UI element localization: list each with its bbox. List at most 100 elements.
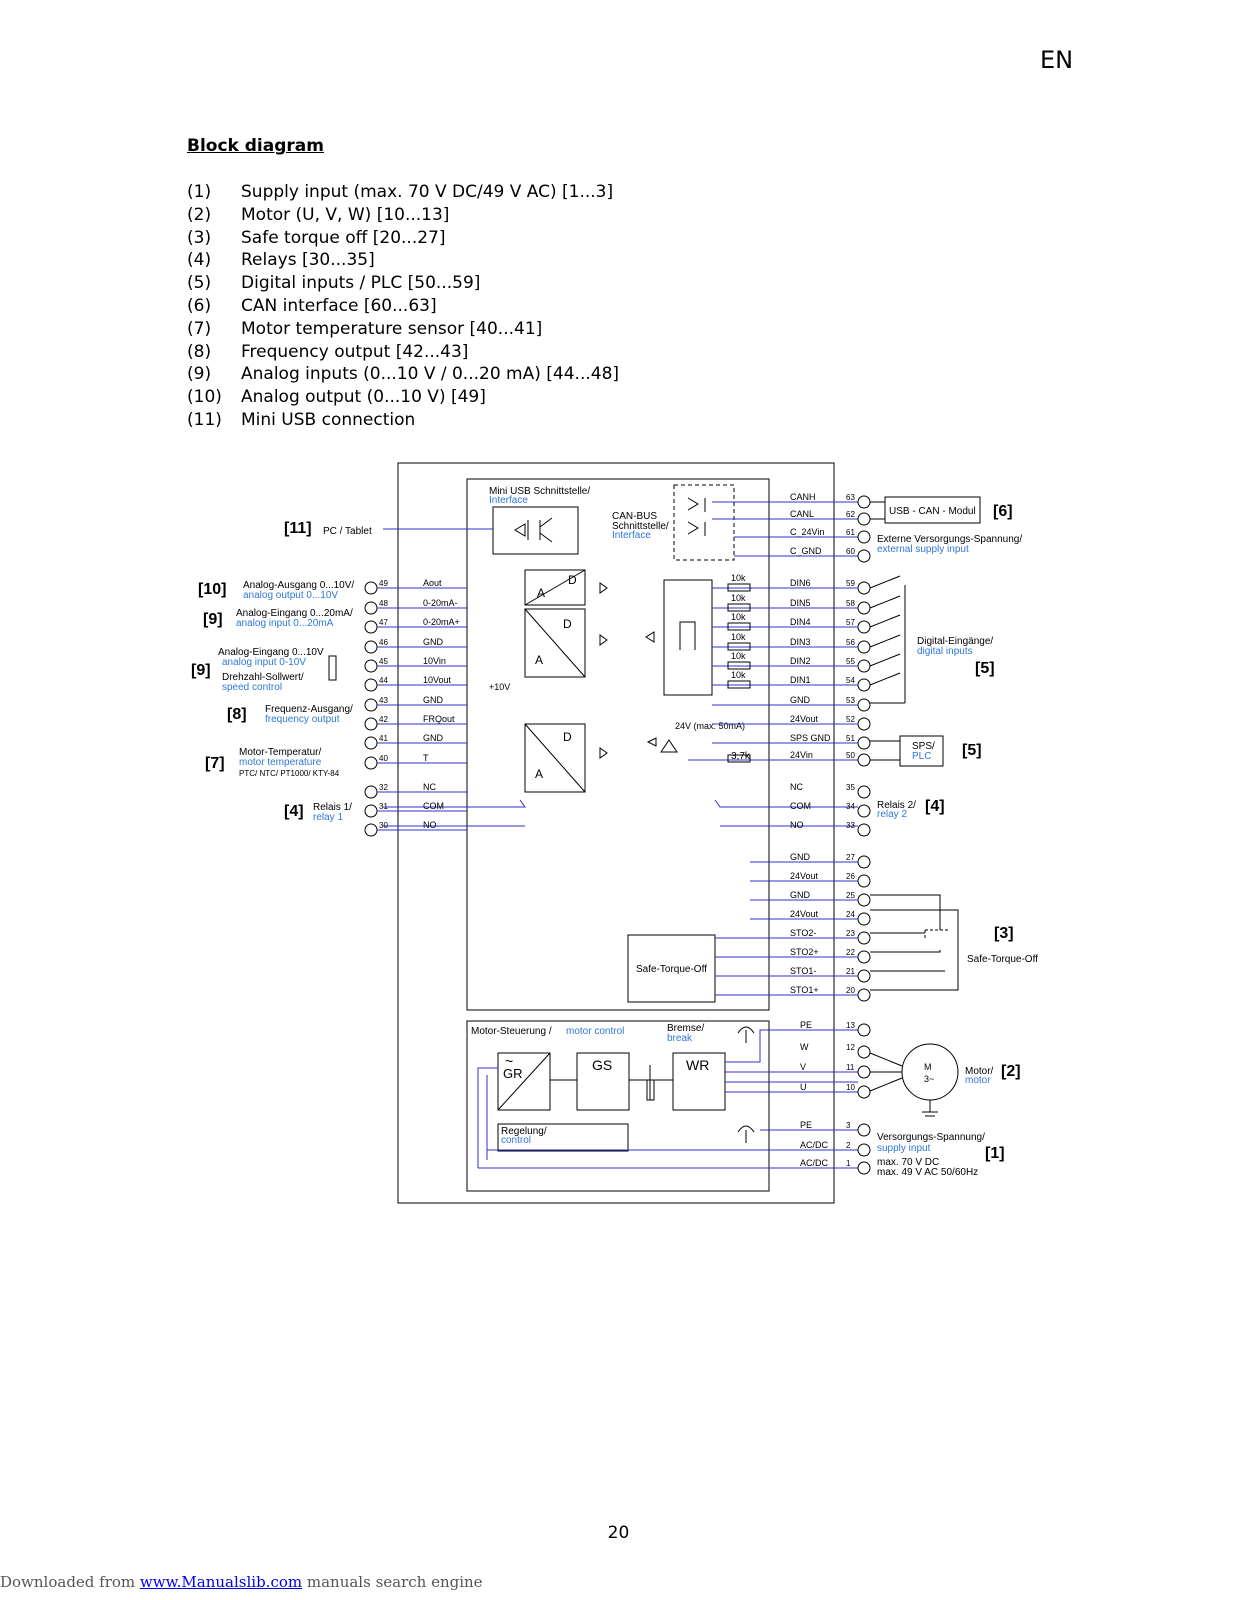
terminal-signal: 24Vin [790,750,813,760]
terminal-signal: 24Vout [790,909,819,919]
din-num: [5] [975,660,995,677]
list-item-text: Motor temperature sensor [40...41] [241,318,543,339]
aout-label-en: analog output 0...10V [243,590,338,601]
terminal-signal: Aout [423,578,442,588]
terminal-number: 62 [846,510,855,519]
terminal-number: 25 [846,891,855,900]
control-board [466,478,770,1011]
terminal-number: 41 [379,734,388,743]
control-label: Regelung/ [501,1126,547,1137]
terminal-number: 34 [846,802,855,811]
terminal-number: 33 [846,821,855,830]
terminal-number: 46 [379,638,388,647]
terminal-signal: GND [790,695,811,705]
dac-block [524,569,586,606]
terminal-signal: NO [790,820,804,830]
digital-input-block [663,579,713,696]
resistor-label: 10k [731,573,746,583]
usb-can-module [884,496,981,524]
terminal-number: 32 [379,783,388,792]
plc-label-en: PLC [912,751,931,762]
terminal-right: 60C_GND [790,546,871,563]
terminal-number: 45 [379,657,388,666]
can-label: CAN-BUS [612,511,657,522]
potentiometer [328,655,337,681]
din-label-en: digital inputs [917,646,973,657]
dc-link-label: GS [592,1057,612,1073]
terminal-right: 61C_24Vin [790,527,871,544]
list-item-text: Motor (U, V, W) [10...13] [241,204,450,225]
terminal-signal: V [800,1062,806,1072]
resistor-label: 10k [731,632,746,642]
terminal-signal: STO2+ [790,947,819,957]
terminal-signal: 0-20mA- [423,598,458,608]
sto-num: [3] [994,925,1014,942]
terminal-number: 1 [846,1159,851,1168]
terminal-number: 63 [846,493,855,502]
motorctl-label: Motor-Steuerung / [471,1026,552,1037]
relay1-label: Relais 1/ [313,802,352,813]
dc-link-block [576,1052,630,1111]
adc-d-2: D [563,617,572,631]
terminal-number: 56 [846,638,855,647]
terminal-right: 21 STO1- [715,966,871,983]
list-item-text: Analog output (0...10 V) [49] [241,387,486,408]
terminal-number: 44 [379,676,388,685]
rectifier-tilde: ~ [505,1053,513,1069]
sto-box-label: Safe-Torque-Off [636,964,707,975]
terminal-signal: STO1- [790,966,816,976]
list-item-number: (1) [187,182,212,202]
pc-num: [11] [284,520,312,537]
terminal-right: 63 CANH [790,492,871,509]
footer-link[interactable]: www.Manualslib.com [139,1573,303,1591]
list-item: (6)CAN interface [60...63] [187,295,619,318]
pc-label: PC / Tablet [323,526,372,537]
supply-num: [1] [985,1145,1005,1162]
can-label-2: Schnittstelle/ [612,521,669,532]
device-outline [397,462,835,1204]
list-item: (7)Motor temperature sensor [40...41] [187,318,619,341]
list-item-number: (3) [187,227,212,248]
din-label: Digital-Eingänge/ [917,636,993,647]
supply-label: Versorgungs-Spannung/ [877,1132,985,1143]
usb-label-en: Interface [489,495,528,506]
terminal-signal: COM [423,801,444,811]
adc-block-2 [524,723,586,793]
section-title: Block diagram [187,136,324,156]
terminal-number: 47 [379,618,388,627]
terminal-signal: DIN6 [790,578,811,588]
terminal-right: 56 DIN3 10k [712,632,901,654]
terminal-signal: CANH [790,492,816,502]
terminal-signal: DIN2 [790,656,811,666]
temp-label: Motor-Temperatur/ [239,747,321,758]
terminal-number: 10 [846,1083,855,1092]
ain10-label-en: analog input 0-10V [222,657,306,668]
can-optocoupler [673,484,735,561]
terminal-number: 57 [846,618,855,627]
list-item-number: (6) [187,295,212,316]
terminal-signal: 10Vout [423,675,452,685]
terminal-signal: PE [800,1120,812,1130]
terminal-number: 42 [379,715,388,724]
terminal-signal: PE [800,1020,812,1030]
terminal-number: 40 [379,754,388,763]
terminal-signal: DIN3 [790,637,811,647]
sto-box [627,934,716,1003]
usb-optocoupler [492,506,579,555]
list-item-number: (10) [187,387,222,408]
terminal-power: 11V [800,1062,871,1079]
terminal-number: 21 [846,967,855,976]
resistor-label: 10k [731,593,746,603]
